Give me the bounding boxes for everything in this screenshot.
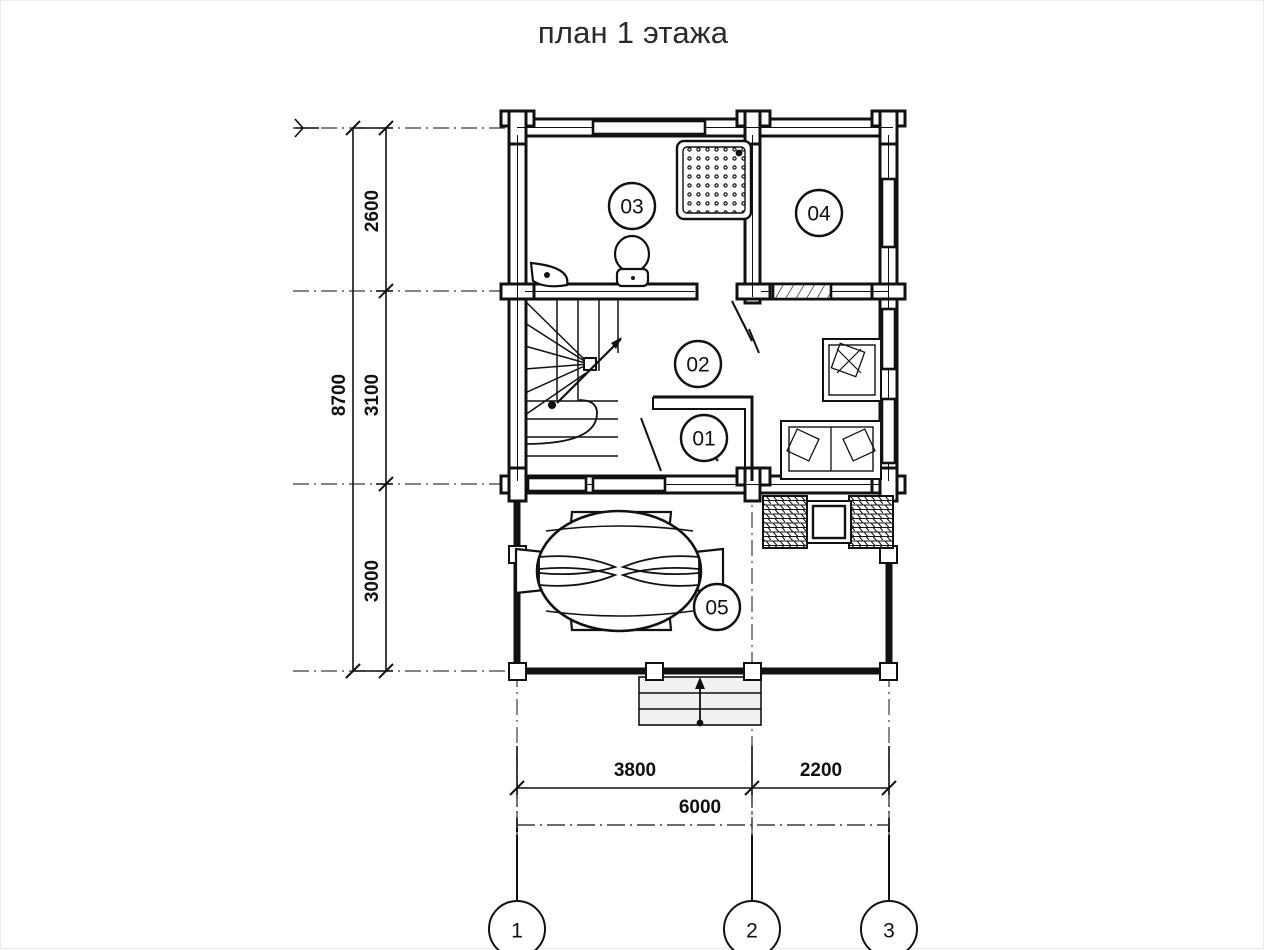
door-lower-1 <box>591 476 667 493</box>
room-05-label: 05 <box>705 597 728 620</box>
entrance-steps <box>638 676 762 727</box>
room-03-circle <box>607 181 657 231</box>
room-02-label: 02 <box>686 354 709 377</box>
dimension-2200: 2200 <box>800 760 842 781</box>
dimension-3800: 3800 <box>614 760 656 781</box>
grid-axis-1-label: 1 <box>511 920 523 943</box>
openings <box>526 119 897 493</box>
sofa <box>780 420 882 480</box>
sink <box>529 261 569 288</box>
grid-axis-3-label: 3 <box>883 920 895 943</box>
dining-table <box>535 509 703 633</box>
room-03-fixtures <box>529 139 753 288</box>
dimension-8700-total: 8700 <box>329 374 350 416</box>
door-lower-2 <box>526 476 588 493</box>
living-room-furniture <box>780 338 882 480</box>
staircase <box>524 299 622 457</box>
room-03-label: 03 <box>620 196 643 219</box>
window-right-2 <box>880 307 897 371</box>
grid-axis-labels: 1 2 3 <box>511 920 895 943</box>
dimension-6000-total: 6000 <box>679 797 721 818</box>
fireplace <box>762 495 894 549</box>
dimension-3100: 3100 <box>362 374 383 416</box>
window-right-3 <box>880 397 897 465</box>
window-top <box>591 119 707 136</box>
room-number-labels: 03 04 02 01 05 <box>620 196 831 620</box>
dimension-origin-mark <box>294 118 319 138</box>
dimension-2600: 2600 <box>362 190 383 232</box>
entrance-direction-arrow <box>695 677 705 727</box>
horizontal-total-dimension <box>516 795 890 835</box>
room-05-circle <box>692 582 742 632</box>
room-01-partition <box>652 395 754 481</box>
horizontal-dimension-labels: 3800 2200 6000 <box>614 760 842 818</box>
armchair <box>822 338 882 402</box>
dining-set <box>514 509 725 633</box>
room-01-label: 01 <box>692 428 715 451</box>
room-02-circle <box>673 339 723 389</box>
grid-axis-3-circle <box>860 900 918 950</box>
shower-tray <box>675 139 753 221</box>
door-room-04 <box>771 282 833 301</box>
room-04-label: 04 <box>807 203 831 226</box>
vertical-dimension-labels: 2600 3100 3000 8700 <box>329 190 383 602</box>
dimension-3000: 3000 <box>362 560 383 602</box>
grid-axis-2-circle <box>723 900 781 950</box>
grid-axis-1-circle <box>488 900 546 950</box>
room-01-circle <box>679 413 729 463</box>
horizontal-dimension-chain <box>509 746 897 796</box>
room-number-bubbles <box>607 181 844 632</box>
window-right-1 <box>880 177 897 249</box>
grid-axis-2-label: 2 <box>746 920 758 943</box>
room-04-circle <box>794 188 844 238</box>
page-title: план 1 этажа <box>537 15 729 50</box>
grid-axis-markers <box>488 835 918 950</box>
vertical-dimension-chain <box>345 120 394 679</box>
toilet <box>613 234 651 288</box>
